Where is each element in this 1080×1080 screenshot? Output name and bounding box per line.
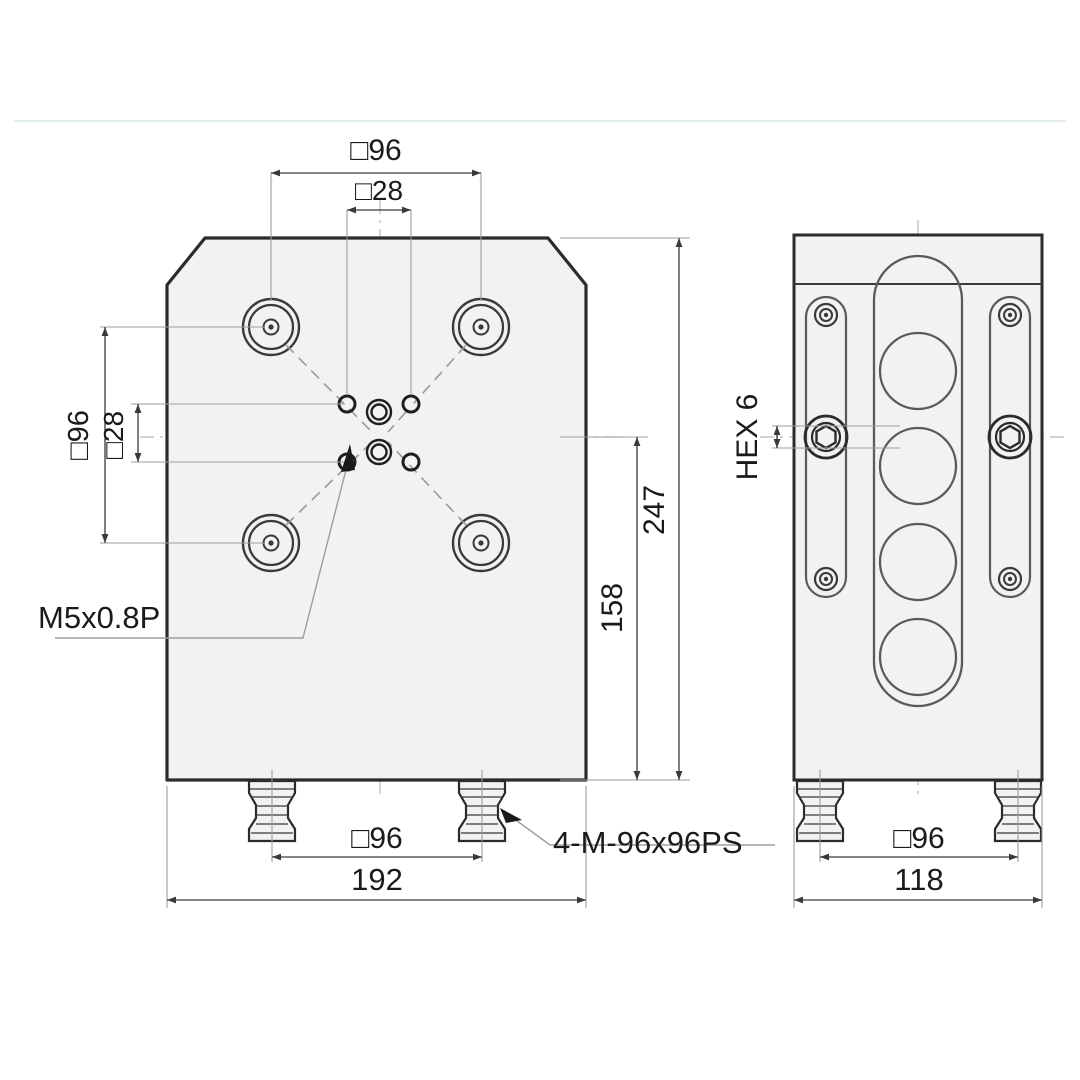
front-body-outline (165, 236, 588, 782)
side-rail-left (803, 295, 849, 599)
hex-socket-right-glyph (999, 424, 1021, 450)
front-center-threaded-holes (365, 398, 393, 466)
front-right-dimensions: 158 247 (560, 237, 690, 781)
front-bottom-dimensions: □96 192 (166, 770, 587, 908)
center-hole-lower (365, 438, 393, 466)
side-bottom-dimensions: □96 118 (793, 770, 1043, 908)
hex-bolt-right-top (997, 302, 1023, 328)
hex-bolt-right-bottom (997, 566, 1023, 592)
side-view: HEX 6 □96 118 (731, 220, 1070, 908)
hex-socket-right-middle (987, 414, 1033, 460)
callout-hex-note: HEX 6 (731, 394, 900, 481)
callout-label-hex: HEX 6 (731, 394, 764, 481)
hex-bolt-left-top (813, 302, 839, 328)
dim-label-bottom-96: □96 (351, 822, 403, 855)
front-left-dimensions: □96 □28 (63, 326, 345, 544)
side-center-slot (872, 254, 964, 708)
bolt-boss-top-right (451, 297, 511, 357)
pilot-hole-upper-right (401, 394, 421, 414)
bore-3 (878, 522, 958, 602)
leader-arrow-foot (500, 808, 522, 823)
callout-foot-note: 4-M-96x96PS (500, 808, 775, 860)
bore-2 (878, 426, 958, 506)
side-body-outline (792, 233, 1044, 782)
side-center-bores (878, 331, 958, 697)
dim-label-top-96: □96 (350, 134, 402, 167)
center-hole-upper (365, 398, 393, 426)
dim-label-158: 158 (596, 583, 629, 633)
callout-label-thread: M5x0.8P (38, 600, 160, 635)
dim-label-side-96: □96 (893, 822, 945, 855)
side-rail-right (987, 295, 1033, 599)
pilot-hole-lower-right (401, 452, 421, 472)
leader-arrow-thread (341, 444, 355, 472)
bore-4 (878, 617, 958, 697)
dim-label-left-28: □28 (98, 411, 129, 459)
leader-line-foot (504, 811, 775, 846)
dim-label-top-28: □28 (355, 175, 403, 206)
hex-bolt-left-bottom (813, 566, 839, 592)
bolt-boss-bottom-right (451, 513, 511, 573)
callout-label-foot: 4-M-96x96PS (553, 825, 743, 860)
front-top-dimensions: □96 □28 (270, 134, 482, 395)
callout-thread-note: M5x0.8P (38, 444, 355, 639)
front-x-construction-lines (285, 344, 467, 526)
leader-line-thread (55, 461, 349, 639)
dim-label-247: 247 (638, 485, 671, 535)
dim-label-left-96: □96 (63, 410, 95, 460)
dim-label-118: 118 (894, 862, 943, 897)
bore-1 (878, 331, 958, 411)
dim-label-192: 192 (351, 862, 403, 897)
front-view: □96 □28 □96 □28 158 (38, 134, 775, 908)
